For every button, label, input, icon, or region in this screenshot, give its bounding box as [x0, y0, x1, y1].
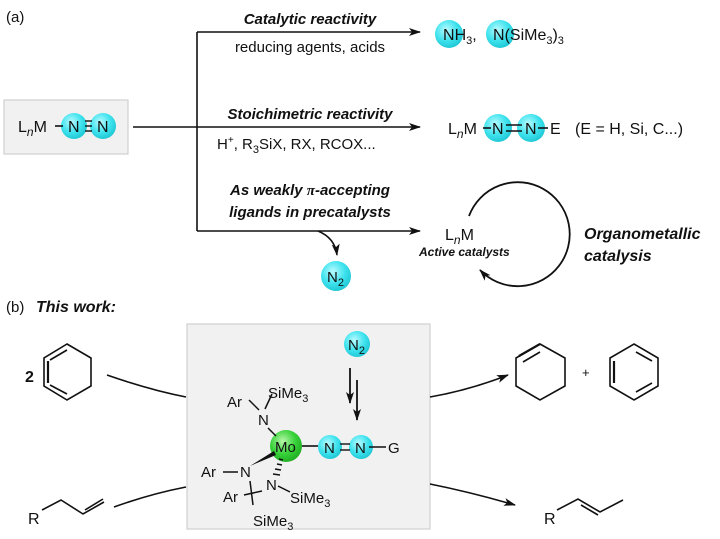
nitrogen-sphere-icon: [90, 113, 116, 139]
reactant2-r-label: R: [28, 511, 40, 528]
catalyst-metal: Mo: [275, 439, 296, 456]
allylbenzene-structure: [41, 498, 105, 515]
cycle-label-line1: Organometallic: [584, 226, 701, 243]
right-amide-n: N: [266, 477, 277, 494]
precatalyst-title-line2: ligands in precatalysts: [229, 204, 391, 221]
top-amide-si: SiMe3: [268, 385, 308, 405]
catalyst-n2-in: N2: [348, 337, 365, 357]
stoich-product-n1: N: [492, 121, 504, 138]
stoichiometric-conditions: H+, R3SiX, RX, RCOX...: [217, 135, 376, 156]
cyclohexene-structure: [515, 343, 566, 401]
catalytic-conditions: reducing agents, acids: [235, 39, 385, 56]
right-amide-si: SiMe3: [290, 490, 330, 510]
panel-b-label: (b): [6, 299, 24, 316]
top-amide-n: N: [258, 412, 269, 429]
nitrogen-sphere-icon: [349, 435, 373, 459]
panel-b-title: This work:: [36, 299, 116, 316]
nitrogen-sphere-icon: [318, 435, 342, 459]
product2-r-label: R: [544, 511, 556, 528]
n2-sphere-icon: [321, 261, 351, 291]
stoich-product-metal: LnM: [448, 121, 477, 141]
active-catalyst-label: LnM: [445, 227, 474, 247]
nitrogen-sphere-icon: [486, 20, 514, 48]
active-catalyst-caption: Active catalysts: [418, 245, 510, 259]
plus-sign: +: [582, 365, 590, 380]
product1-arrow: [429, 374, 509, 398]
start-complex-label: LnM: [18, 119, 47, 139]
catalyst-n2: N: [355, 440, 366, 457]
stoichiometric-title: Stoichimetric reactivity: [227, 106, 393, 123]
catalytic-title: Catalytic reactivity: [244, 11, 377, 28]
panel-a-label: (a): [6, 9, 24, 26]
reactant1-connector: [106, 374, 187, 398]
molybdenum-sphere-icon: [270, 430, 302, 462]
hashed-bond: [272, 458, 284, 476]
nitrogen-sphere-icon: [484, 114, 512, 142]
n2-released: N2: [327, 269, 344, 289]
n2-release-arrow: [317, 230, 340, 256]
left-amide-ar: Ar: [201, 464, 216, 481]
catalytic-products: NH3, N(SiMe3)3: [443, 27, 564, 47]
nitrogen-sphere-icon: [517, 114, 545, 142]
catalyst-box: [186, 323, 431, 530]
catalytic-cycle-arrow: [468, 181, 571, 288]
stoich-product-note: (E = H, Si, C...): [575, 121, 683, 138]
left-amide-n: N: [240, 464, 251, 481]
trans-alkene-structure: [556, 498, 624, 516]
cyclohexadiene-structure: [43, 343, 92, 401]
n2-sphere-icon: [344, 331, 370, 357]
cycle-label-line2: catalysis: [584, 248, 652, 265]
right-amide-ar: Ar: [223, 489, 238, 506]
left-amide-si: SiMe3: [253, 513, 293, 533]
reactant-coefficient: 2: [25, 369, 34, 386]
top-amide-ar: Ar: [227, 394, 242, 411]
catalyst-g: G: [388, 440, 400, 457]
precatalyst-title-line1: As weakly π-accepting: [229, 182, 390, 199]
reactant2-connector: [113, 486, 187, 508]
start-n1: N: [68, 119, 80, 136]
nitrogen-sphere-icon: [61, 113, 87, 139]
stoich-product-e: E: [550, 121, 561, 138]
start-n2: N: [97, 119, 109, 136]
catalyst-n1: N: [324, 440, 335, 457]
stoich-product-n2: N: [525, 121, 537, 138]
product2-arrow: [429, 483, 516, 506]
benzene-structure: [609, 343, 659, 401]
wedge-bond: [250, 451, 276, 466]
nitrogen-sphere-icon: [435, 20, 463, 48]
